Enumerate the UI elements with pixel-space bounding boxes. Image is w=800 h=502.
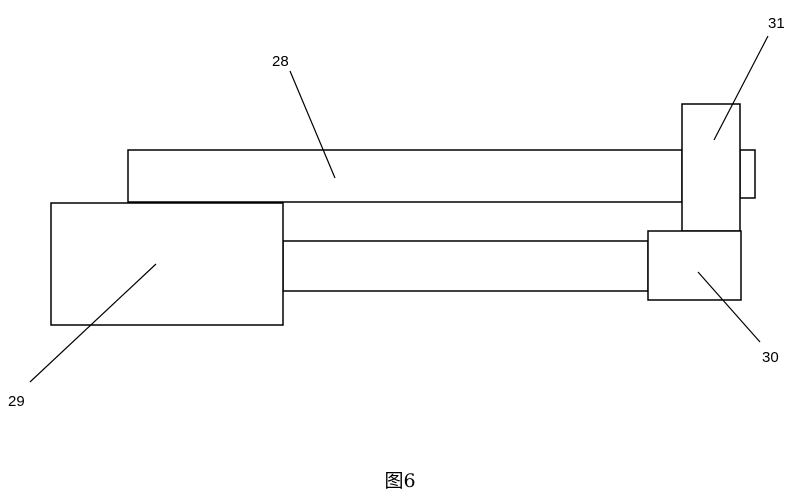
ref-label-28: 28 bbox=[272, 53, 289, 70]
part-28-upper-bar bbox=[127, 149, 683, 203]
ref-label-31: 31 bbox=[768, 15, 785, 32]
leader-line-31 bbox=[713, 35, 769, 141]
end-stub bbox=[739, 149, 756, 199]
figure-caption: 图6 bbox=[384, 470, 415, 492]
ref-label-29: 29 bbox=[8, 393, 25, 410]
ref-label-30: 30 bbox=[762, 349, 779, 366]
part-31-block bbox=[681, 103, 741, 232]
part-30-block bbox=[647, 230, 742, 301]
leader-line-30 bbox=[697, 271, 761, 343]
lower-bar bbox=[282, 240, 649, 292]
leader-line-28 bbox=[289, 70, 336, 179]
part-29-block bbox=[50, 202, 284, 326]
leader-line-29 bbox=[29, 263, 157, 383]
